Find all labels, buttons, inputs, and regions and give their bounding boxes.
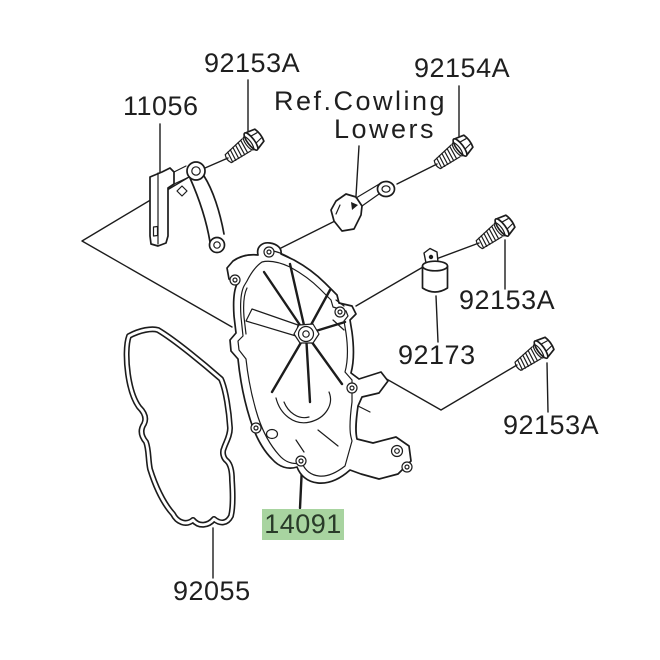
- cover-drawing: [226, 242, 413, 484]
- label-reference-line1: Ref.Cowling: [274, 86, 448, 116]
- pointer-screw-upper-to-lever: [396, 163, 438, 185]
- screw-upper-right-drawing: [429, 131, 477, 175]
- label-screw-mid-right: 92153A: [459, 285, 556, 315]
- pointer-collar-to-cover: [355, 266, 424, 307]
- cover-label: 14091: [262, 509, 344, 540]
- label-screw-lower-right: 92153A: [503, 410, 600, 440]
- label-reference-line2: Lowers: [334, 114, 437, 144]
- leader-screw-lower-right: [546, 362, 549, 413]
- screw-top-drawing: [220, 125, 268, 169]
- label-screw-top: 92153A: [204, 48, 301, 78]
- screw-lower-right-drawing: [509, 333, 558, 377]
- label-bracket: 11056: [123, 91, 199, 121]
- leader-collar: [435, 295, 439, 343]
- collar-drawing: [421, 247, 449, 293]
- collar-body: [421, 265, 449, 293]
- label-screw-upper-right: 92154A: [414, 53, 511, 83]
- lever-body: [330, 193, 363, 232]
- gasket-drawing: [123, 326, 236, 528]
- label-gasket: 92055: [173, 576, 251, 606]
- cover-outline: [226, 242, 412, 484]
- bracket-arm: [189, 175, 225, 243]
- bracket-drawing: [149, 161, 226, 254]
- cover-flange-inner-line: [237, 260, 353, 477]
- pointer-screw-lower-to-cover: [382, 364, 518, 411]
- cowling-lever-drawing: [330, 180, 396, 232]
- cover-bolt-holes: [229, 246, 413, 473]
- cover-part-number: 14091: [264, 509, 342, 539]
- pointer-screw-top-to-bracket: [204, 157, 229, 169]
- screw-mid-right-drawing: [471, 211, 519, 255]
- label-collar: 92173: [398, 340, 476, 370]
- leader-reference: [355, 145, 360, 197]
